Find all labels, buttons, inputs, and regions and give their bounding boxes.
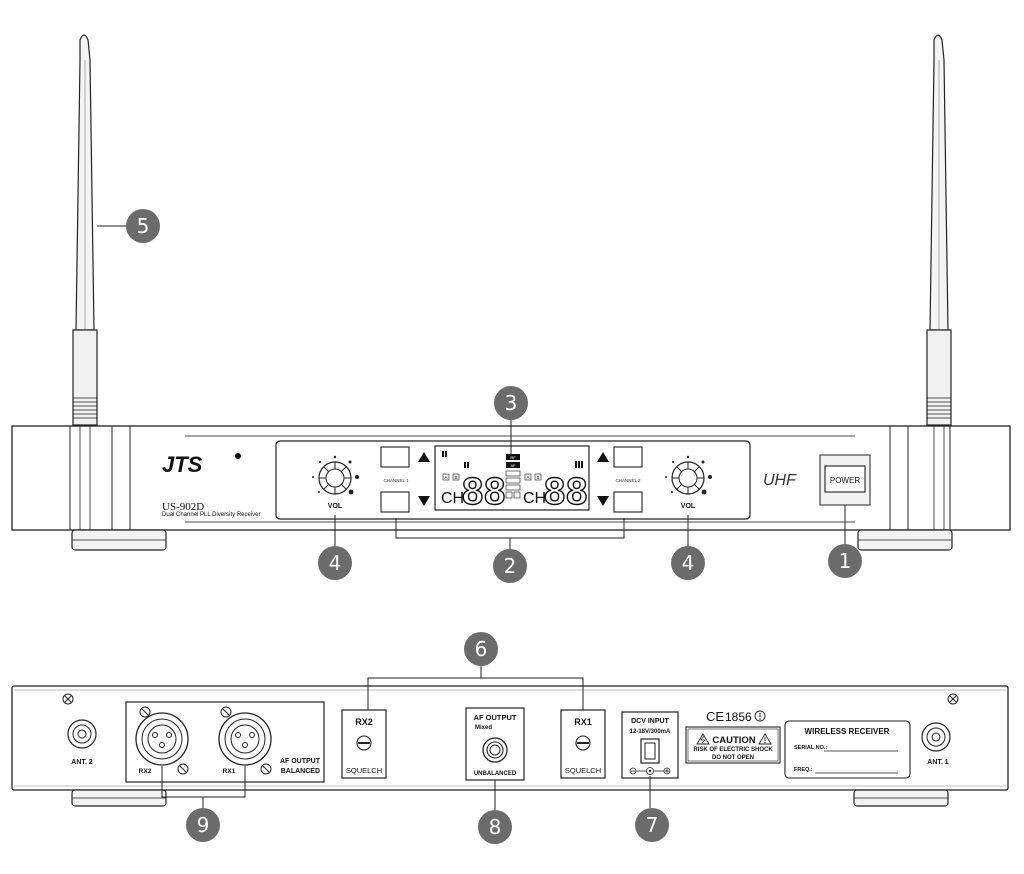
lcd-af: AF [510,463,516,468]
xlr-rx2-connector[interactable] [135,706,189,775]
callout-5: 5 [126,209,160,243]
callout-4-left: 4 [318,546,352,580]
channel2-down-button[interactable] [613,491,643,513]
svg-text:7: 7 [646,813,659,837]
svg-text:1: 1 [839,549,852,573]
callout-6: 6 [464,632,498,666]
power-button[interactable] [824,465,866,493]
ce-mark: CE [706,709,724,724]
dc-input-jack[interactable] [640,738,660,764]
lcd-display: RF AF A B CH 88 A B CH 88 [434,445,590,514]
ant2-label: ANT. 2 [71,759,93,766]
callout-group-rear [161,666,651,810]
brand-text: JTS [162,452,203,477]
callout-2: 2 [493,549,527,583]
lcd-a-left: A [444,475,447,480]
squelch-rx2-knob[interactable] [356,735,372,751]
down-arrow-icon [418,496,430,506]
serial-no-label: SERIAL NO.: [794,745,827,751]
lcd-digits-right: 88 [544,471,588,513]
af-output-mixed: Mixed [475,725,492,731]
ce-number: 1856 [725,710,752,724]
up-arrow-icon [418,452,430,462]
down-arrow-icon [597,496,609,506]
ant1-label: ANT. 1 [927,759,949,766]
svg-text:3: 3 [505,391,518,415]
xlr-rx2-label: RX2 [139,768,152,775]
model-name: US-902D [162,501,204,513]
svg-text:5: 5 [137,214,150,238]
af-output-balanced-line2: BALANCED [281,768,320,775]
antenna-left [72,34,98,426]
lcd-b-left: B [454,475,457,480]
squelch-rx2-title: RX2 [355,717,373,727]
xlr-rx1-connector[interactable] [218,706,272,775]
alert-circle-icon [754,710,766,722]
caution-line1: RISK OF ELECTRIC SHOCK [693,747,773,753]
antenna-2-connector[interactable] [67,719,97,749]
serial-label-plate [784,720,911,779]
lcd-rf: RF [510,455,516,460]
lcd-a-right: A [526,475,529,480]
warning-triangle-icon [758,733,772,745]
squelch-rx1-title: RX1 [574,717,592,727]
callout-7: 7 [635,808,669,842]
svg-text:2: 2 [504,554,517,578]
channel1-down-button[interactable] [380,491,410,513]
front-view: JTS US-902D Dual Channel PLL Diversity R… [11,34,1011,551]
caution-box [685,726,781,764]
channel2-label: CHANNEL 2 [615,478,641,483]
lcd-ch-left: CH [441,490,464,507]
squelch-rx1-knob[interactable] [575,735,591,751]
svg-text:4: 4 [329,551,342,575]
af-output-title: AF OUTPUT [474,713,517,722]
af-output-jack[interactable] [482,737,508,763]
svg-text:8: 8 [489,815,502,839]
callout-1: 1 [828,544,862,578]
model-description: Dual Channel PLL Diversity Receiver [162,512,261,518]
serial-label-title: WIRELESS RECEIVER [805,727,890,736]
callout-4-right: 4 [671,546,705,580]
dc-input-spec: 12-18V/300mA [630,729,671,735]
volume-knob-left[interactable]: VOL [312,455,359,510]
freq-label: FREQ.: [794,767,813,773]
squelch-rx2-label: SQUELCH [346,766,382,775]
jts-logo: JTS [162,452,241,477]
vol-label-right: VOL [681,503,696,510]
xlr-rx1-label: RX1 [223,768,236,775]
warning-triangle-icon [696,733,710,745]
caution-title: CAUTION [712,735,755,746]
uhf-label: UHF [763,472,797,489]
af-output-unbalanced: UNBALANCED [474,771,517,777]
screw-icon [947,693,959,705]
callout-circles: 1 2 3 4 4 5 6 7 [126,209,862,844]
caution-line2: DO NOT OPEN [712,755,754,761]
svg-text:4: 4 [682,551,695,575]
up-arrow-icon [597,452,609,462]
power-label: POWER [830,476,860,485]
channel1-up-button[interactable] [380,446,410,468]
callout-9: 9 [186,808,220,842]
antenna-1-connector[interactable] [921,722,951,752]
antenna-right [926,34,952,426]
svg-text:6: 6 [475,637,488,661]
channel2-up-button[interactable] [613,446,643,468]
lcd-b-right: B [536,475,539,480]
rear-view: ANT. 2 RX2 RX1 AF OUTPUT BALANCED RX2 [11,666,1009,810]
callout-8: 8 [478,810,512,844]
squelch-rx1-label: SQUELCH [565,766,601,775]
dc-input-title: DCV INPUT [631,718,669,725]
channel1-label: CHANNEL 1 [383,478,409,483]
callout-group-front [97,225,846,550]
svg-text:9: 9 [197,813,210,837]
lcd-digits-left: 88 [462,471,506,513]
dc-polarity-icon [629,767,671,775]
vol-label-left: VOL [328,503,343,510]
screw-icon [62,693,74,705]
callout-3: 3 [494,386,528,420]
af-output-balanced-line1: AF OUTPUT [280,758,321,765]
volume-knob-right[interactable]: VOL [665,455,712,510]
lcd-ch-right: CH [523,490,546,507]
